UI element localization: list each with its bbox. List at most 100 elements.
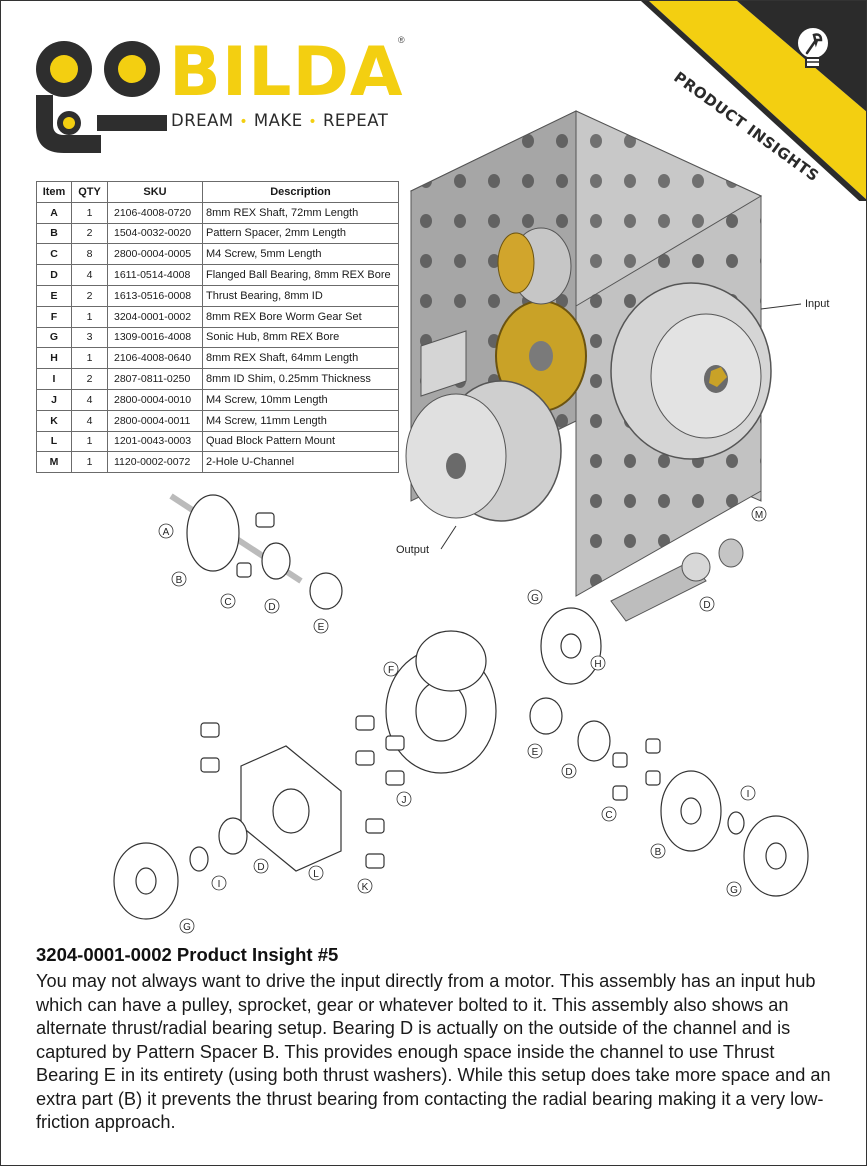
output-leader-line [440,525,457,550]
cell-sku: 1120-0002-0072 [107,451,203,474]
cell-sku: 2106-4008-0720 [107,201,203,224]
cell-sku: 1201-0043-0003 [107,430,203,453]
cell-item: A [36,201,72,224]
cell-sku: 1611-0514-4008 [107,264,203,286]
column-header-item: Item [36,181,72,203]
svg-text:J: J [402,795,407,806]
cell-item: E [36,284,72,307]
cell-description: Flanged Ball Bearing, 8mm REX Bore [202,264,399,286]
external-shaft [610,538,744,622]
cell-description: 8mm REX Shaft, 72mm Length [202,201,399,224]
tagline-separator: • [239,114,249,130]
svg-text:I: I [218,879,221,890]
worm-gear [495,300,587,412]
cell-item: F [36,305,72,328]
cell-item: C [36,243,72,266]
svg-text:C: C [224,597,231,608]
svg-text:G: G [531,593,539,604]
m4-screw [255,512,275,528]
sonic-hub [540,607,602,685]
cell-sku: 1504-0032-0020 [107,222,203,245]
svg-text:M: M [755,510,763,521]
output-callout: Output [396,544,430,556]
cell-item: I [36,368,72,390]
svg-text:B: B [176,575,183,586]
cell-qty: 4 [71,264,108,286]
tagline-word: REPEAT [322,111,389,130]
go-mark-icon [36,41,167,153]
cell-item: D [36,264,72,286]
cell-item: G [36,326,72,349]
cell-description: M4 Screw, 11mm Length [202,409,399,432]
cell-qty: 1 [71,451,108,474]
cell-sku: 3204-0001-0002 [107,305,203,328]
svg-text:C: C [605,810,612,821]
cell-item: B [36,222,72,245]
input-callout: Input [805,298,830,310]
svg-text:F: F [388,665,394,676]
svg-text:E: E [318,622,325,633]
svg-text:D: D [703,600,710,611]
svg-text:D: D [565,767,572,778]
cell-description: Thrust Bearing, 8mm ID [202,284,399,307]
cell-item: L [36,430,72,453]
cell-item: M [36,451,72,474]
cell-description: Sonic Hub, 8mm REX Bore [202,326,399,349]
cell-qty: 4 [71,388,108,411]
output-hub [405,380,562,522]
cell-sku: 2800-0004-0005 [107,243,203,266]
cell-description: Pattern Spacer, 2mm Length [202,222,399,245]
callout-letter: A [163,527,170,538]
cell-description: 8mm REX Bore Worm Gear Set [202,305,399,328]
part-callouts: A B C D E F G H I J K L M E D C B I G D … [158,506,767,934]
cell-description: 8mm ID Shim, 0.25mm Thickness [202,368,399,390]
cell-sku: 2106-4008-0640 [107,347,203,370]
cell-description: M4 Screw, 10mm Length [202,388,399,411]
cell-qty: 2 [71,222,108,245]
quad-block-exploded [240,745,342,872]
svg-text:G: G [730,885,738,896]
cell-item: J [36,388,72,411]
gobilda-logo: BILDA ® DREAM • MAKE • REPEAT [31,35,411,155]
exploded-view [113,493,809,920]
svg-text:B: B [655,847,662,858]
cell-qty: 8 [71,243,108,266]
quad-block [420,330,467,397]
flanged-bearing [261,542,291,580]
table-header-row: Item QTY SKU Description [36,181,399,203]
svg-text:G: G [183,922,191,933]
svg-text:E: E [532,747,539,758]
column-header-description: Description [202,181,399,203]
brand-wordmark: BILDA [169,33,404,112]
cell-qty: 1 [71,305,108,328]
pattern-spacer [186,494,240,572]
cell-description: M4 Screw, 5mm Length [202,243,399,266]
column-header-sku: SKU [107,181,203,203]
cell-description: 2-Hole U-Channel [202,451,399,474]
brand-tagline: DREAM • MAKE • REPEAT [171,111,388,130]
lightbulb-wrench-icon [796,26,830,68]
m4-screw [236,562,252,578]
column-header-qty: QTY [71,181,108,203]
cell-description: 8mm REX Shaft, 64mm Length [202,347,399,370]
insight-body: You may not always want to drive the inp… [36,971,831,1132]
cell-sku: 2800-0004-0011 [107,409,203,432]
cell-description: Quad Block Pattern Mount [202,430,399,453]
svg-text:D: D [257,862,264,873]
svg-text:I: I [747,789,750,800]
cell-sku: 1613-0516-0008 [107,284,203,307]
cell-item: K [36,409,72,432]
registered-mark: ® [398,35,405,45]
svg-text:K: K [362,882,369,893]
